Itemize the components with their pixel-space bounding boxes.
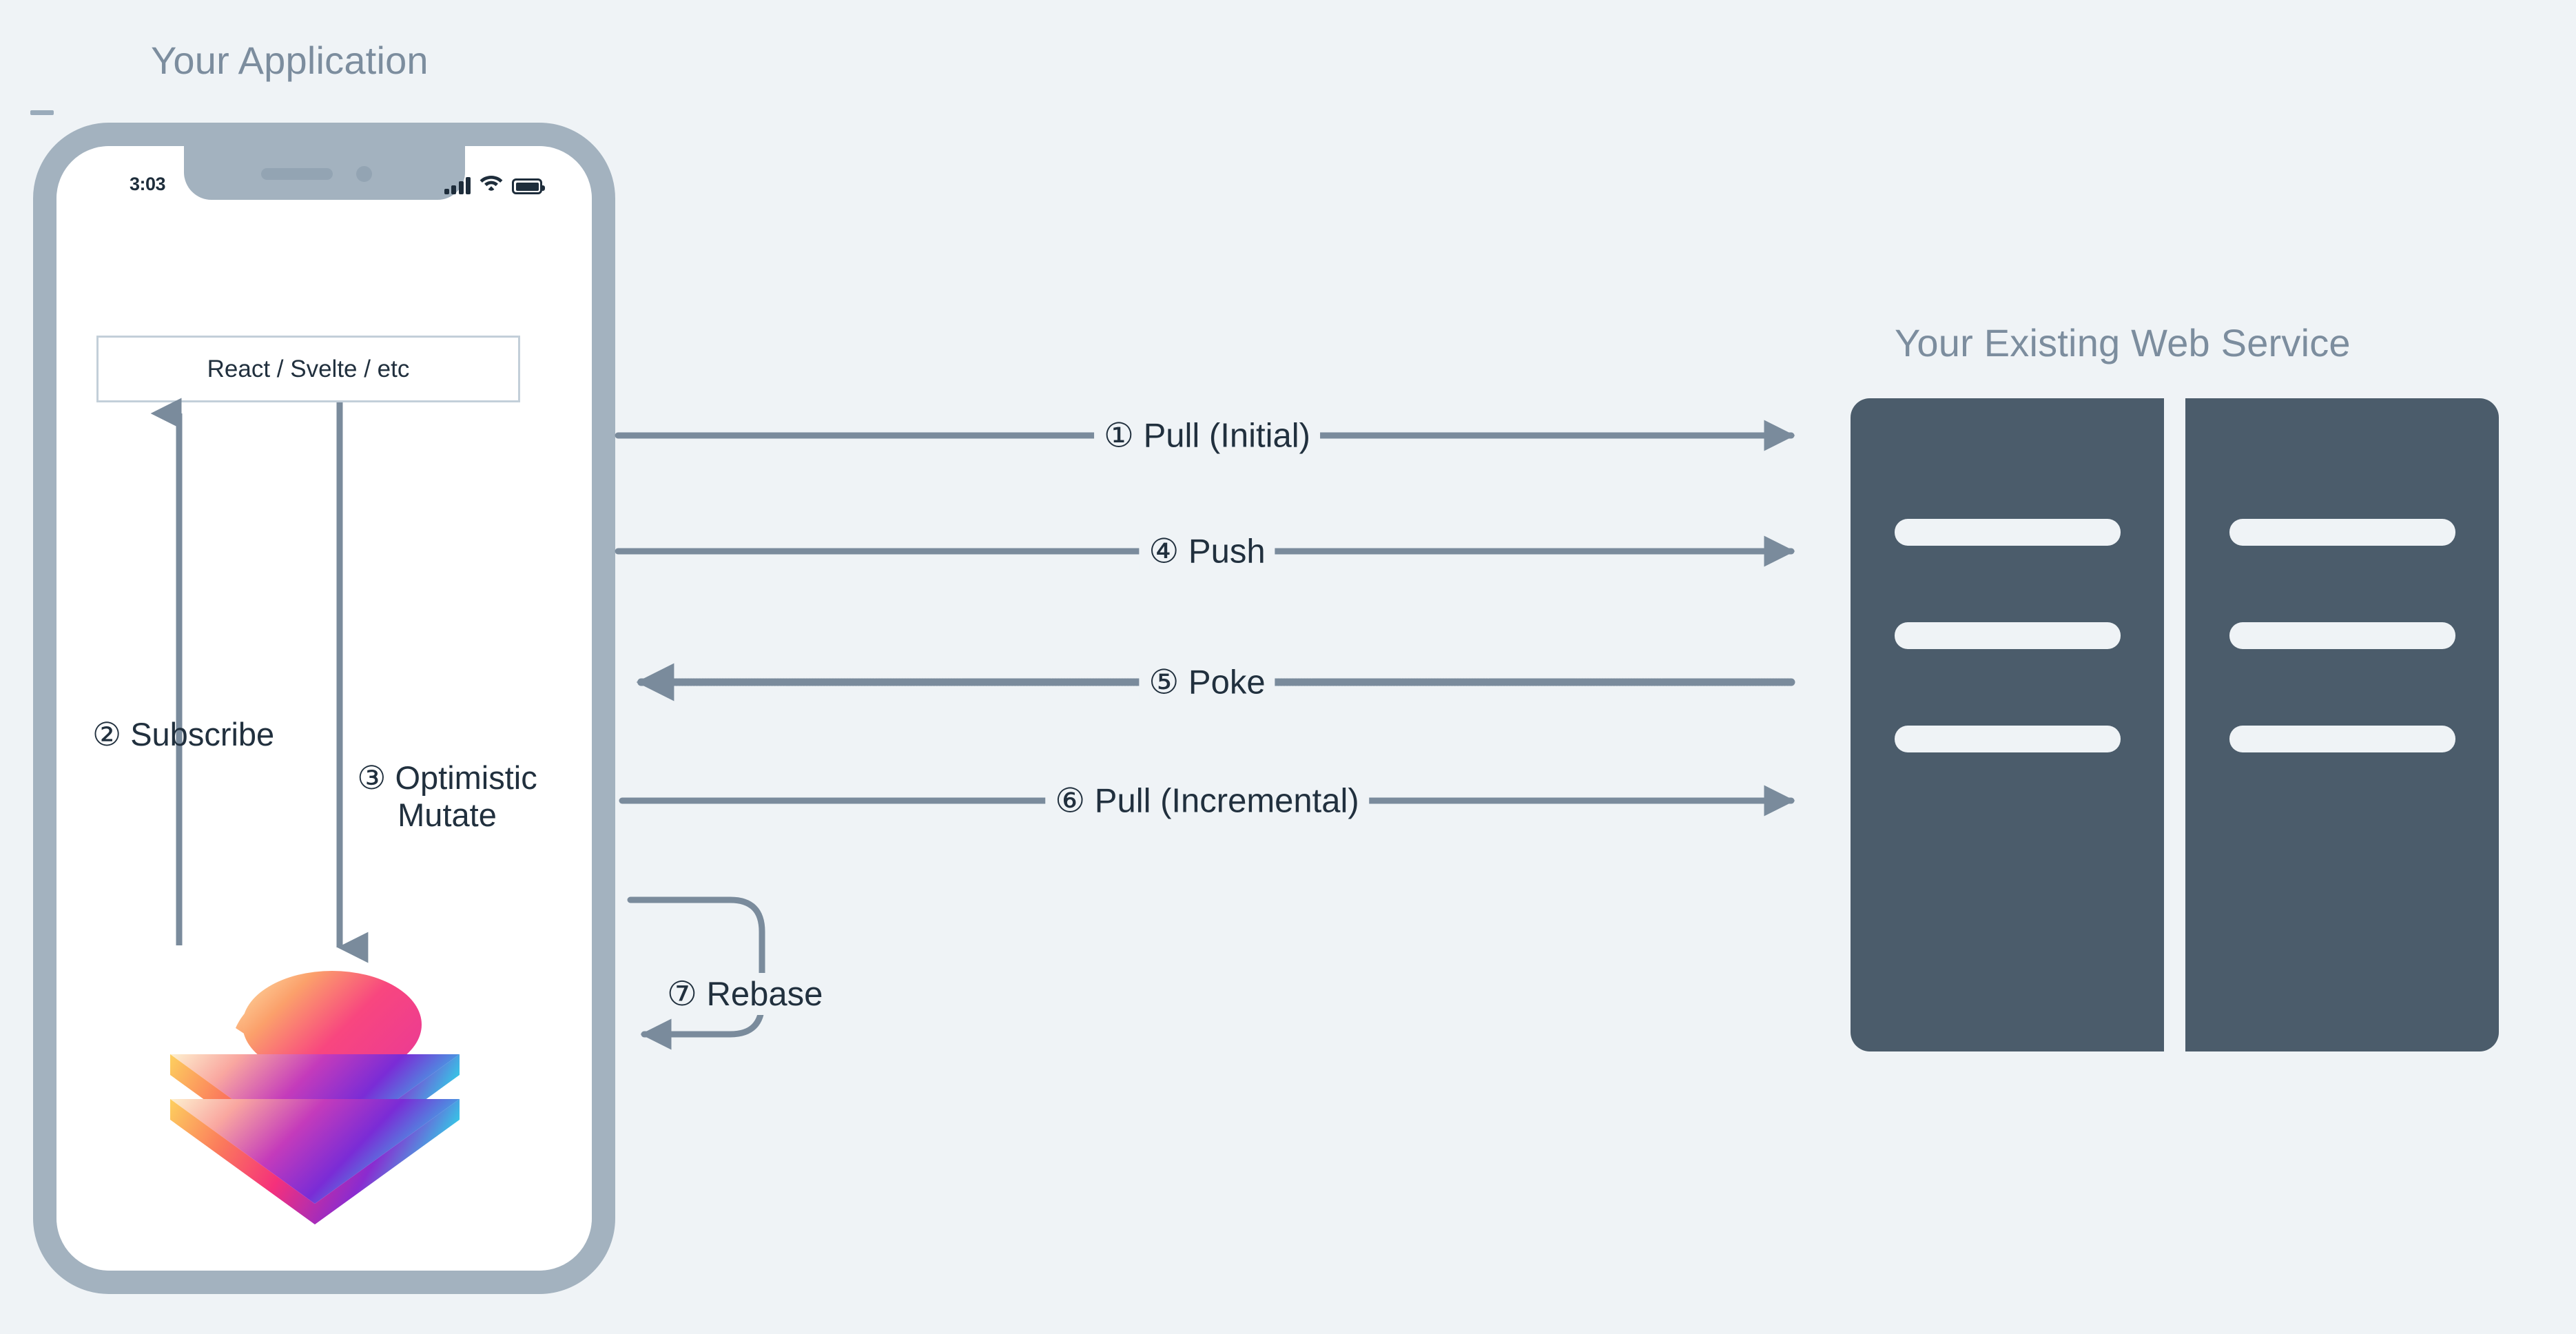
application-section-title: Your Application — [151, 39, 429, 82]
phone-screen: 3:03 React / Svelte / etc — [56, 146, 592, 1271]
optimistic-mutate-label: ③ Optimistic Mutate — [299, 759, 592, 834]
wire-label-pull-initial: ① Pull (Initial) — [1094, 415, 1320, 455]
server-slot — [1895, 622, 2121, 649]
phone-device: 3:03 React / Svelte / etc — [33, 123, 615, 1294]
battery-icon — [512, 178, 545, 194]
web-service-section-title: Your Existing Web Service — [1895, 321, 2351, 365]
subscribe-label: ② Subscribe — [92, 716, 275, 752]
server-slot — [1895, 726, 2121, 752]
signal-bars-icon — [444, 177, 471, 194]
status-bar-time: 3:03 — [130, 174, 166, 194]
wire-label-push: ④ Push — [1139, 531, 1275, 571]
tick-mark — [30, 110, 54, 115]
server-rack — [1851, 398, 2164, 1051]
server-rack — [2185, 398, 2499, 1051]
server-slot — [2229, 726, 2455, 752]
phone-notch — [183, 146, 465, 200]
replicache-label: Replicache — [56, 1269, 592, 1271]
camera-icon — [356, 166, 372, 182]
optimistic-mutate-line1: ③ Optimistic — [357, 759, 537, 796]
wire-label-poke: ⑤ Poke — [1139, 662, 1275, 702]
phone-internal-arrows — [150, 398, 369, 963]
status-bar-icons — [444, 172, 545, 194]
replicache-layers-logo — [170, 971, 460, 1224]
speaker-icon — [260, 168, 333, 180]
wire-label-rebase: ⑦ Rebase — [661, 973, 829, 1015]
wire-label-pull-incremental: ⑥ Pull (Incremental) — [1045, 781, 1369, 821]
framework-box-label: React / Svelte / etc — [207, 355, 410, 382]
wire-rebase — [627, 896, 765, 1050]
server-slot — [2229, 519, 2455, 546]
wifi-icon — [480, 173, 503, 194]
optimistic-mutate-line2: Mutate — [398, 797, 497, 834]
framework-box: React / Svelte / etc — [96, 336, 520, 402]
server-slot — [2229, 622, 2455, 649]
server-slot — [1895, 519, 2121, 546]
